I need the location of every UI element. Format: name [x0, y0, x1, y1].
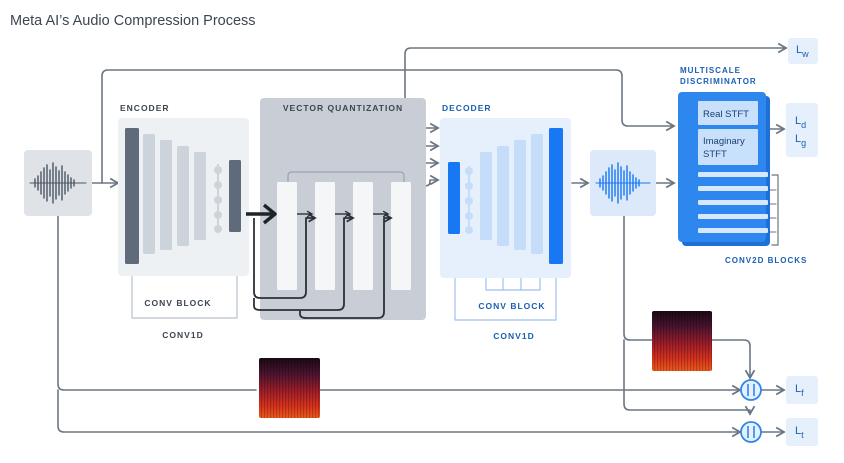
svg-text:Lt: Lt: [795, 425, 804, 440]
encoder-conv-layer: [143, 134, 155, 254]
loss-f-base: L: [795, 383, 801, 395]
decoder-conv-layer: [497, 146, 509, 246]
vq-codebook: [277, 182, 297, 290]
encoder-lstm-nodes: [214, 166, 222, 233]
compare-icon: [740, 421, 762, 443]
vector-quantization: VECTOR QUANTIZATION: [246, 98, 426, 320]
decoder-conv1d-in: [448, 162, 460, 234]
connector-lines: [57, 42, 788, 438]
waveform-icon: [29, 162, 87, 204]
output-waveform: [590, 150, 656, 216]
loss-f-sub: f: [801, 388, 804, 398]
decoder-conv1d-out: [549, 128, 563, 264]
real-stft-label: Real STFT: [703, 109, 749, 120]
vq-codebook: [353, 182, 373, 290]
encoder-conv1d-out: [229, 160, 241, 232]
loss-t-box: Lt: [786, 418, 818, 446]
decoder-conv-layer: [531, 134, 543, 254]
decoder-conv1d-label: CONV1D: [493, 331, 534, 341]
decoder-conv-layer: [480, 152, 492, 240]
svg-text:Lg: Lg: [795, 133, 806, 148]
vq-codebook-tops: [287, 171, 405, 182]
loss-t-sub: t: [801, 430, 804, 440]
conv2d-block-rows: [698, 172, 768, 233]
spectrogram-icon: [652, 311, 712, 371]
loss-dg-box: Ld Lg: [786, 103, 818, 157]
imaginary-stft-label-line2: STFT: [703, 149, 727, 160]
loss-t-base: L: [795, 425, 801, 437]
loss-g-sub: g: [801, 138, 806, 148]
page-title: Meta AI’s Audio Compression Process: [10, 13, 256, 29]
svg-text:Lw: Lw: [796, 44, 809, 59]
vq-codebook: [391, 182, 411, 290]
input-waveform: [24, 150, 92, 216]
encoder-conv-block-label: CONV BLOCK: [144, 298, 211, 308]
decoder-conv-layer: [514, 140, 526, 250]
encoder-label: ENCODER: [120, 103, 170, 113]
loss-w-box: Lw: [788, 38, 818, 64]
compare-icon: [740, 379, 762, 401]
spectrogram-icon: [259, 358, 320, 418]
loss-g-base: L: [795, 133, 801, 145]
loss-w-base: L: [796, 44, 802, 56]
multiscale-discriminator: MULTISCALE DISCRIMINATOR Real STFT Imagi…: [678, 66, 807, 265]
encoder-conv-layer: [160, 140, 172, 250]
encoder-conv1d-in: [125, 128, 139, 264]
msd-label-line1: MULTISCALE: [680, 66, 741, 75]
vq-residual-paths: [253, 213, 393, 319]
loss-w-sub: w: [801, 49, 809, 59]
encoder-conv1d-label: CONV1D: [162, 330, 203, 340]
real-stft-box: [698, 101, 758, 125]
encoder-conv-layer: [194, 152, 206, 240]
vq-codebook: [315, 182, 335, 290]
loss-d-sub: d: [801, 120, 806, 130]
decoder-label: DECODER: [442, 103, 492, 113]
decoder-lstm-nodes: [465, 167, 473, 234]
vq-label: VECTOR QUANTIZATION: [283, 103, 403, 113]
encoder: ENCODER CONV BLOCK CONV1D: [118, 103, 249, 340]
waveform-icon: [595, 162, 651, 204]
msd-label-line2: DISCRIMINATOR: [680, 77, 757, 86]
svg-text:Lf: Lf: [795, 383, 804, 398]
decoder: DECODER CONV BLOCK CONV1D: [440, 103, 571, 341]
loss-f-box: Lf: [786, 376, 818, 404]
svg-text:Ld: Ld: [795, 115, 806, 130]
encoder-conv-layer: [177, 146, 189, 246]
imaginary-stft-label-line1: Imaginary: [703, 136, 745, 147]
decoder-conv-block-label: CONV BLOCK: [478, 301, 545, 311]
conv2d-blocks-label: CONV2D BLOCKS: [725, 256, 807, 265]
loss-d-base: L: [795, 115, 801, 127]
imaginary-stft-box: [698, 129, 758, 165]
